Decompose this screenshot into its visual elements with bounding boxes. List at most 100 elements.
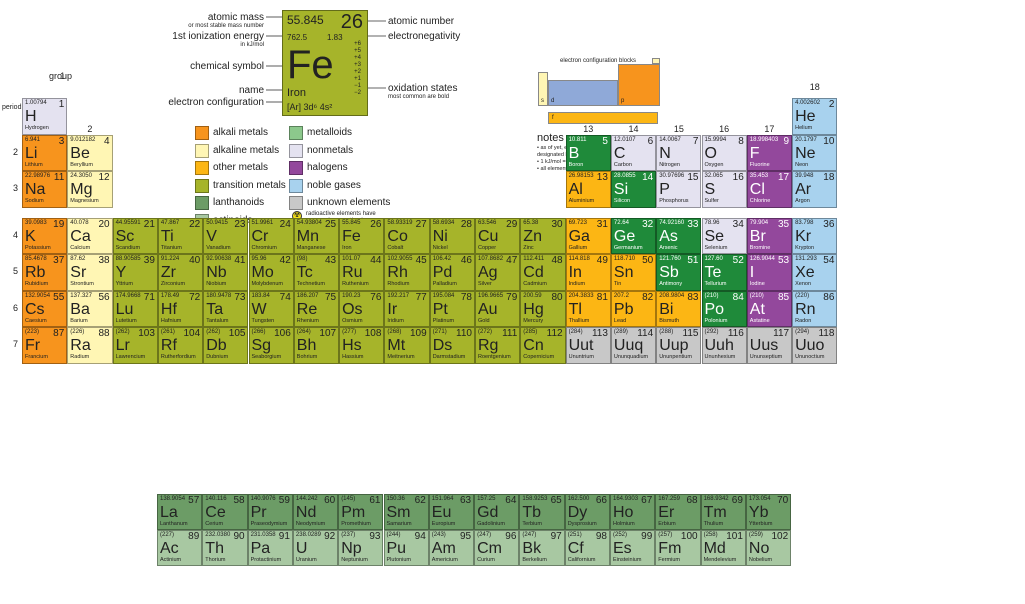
element-cell-tl[interactable]: 204.383381TlThallium [565,290,611,327]
element-cell-hg[interactable]: 200.5980HgMercury [520,290,566,327]
element-cell-o[interactable]: 15.99948OOxygen [701,134,747,171]
element-cell-he[interactable]: 4.0026022HeHelium [792,98,838,135]
element-cell-rf[interactable]: (261)104RfRutherfordium [157,327,204,364]
element-cell-zr[interactable]: 91.22440ZrZirconium [157,254,204,291]
element-cell-at[interactable]: (210)85AtAstatine [746,290,793,327]
element-cell-s[interactable]: 32.06516SSulfer [701,171,747,208]
element-cell-ni[interactable]: 58.693428NiNickel [429,217,475,254]
element-cell-sb[interactable]: 121.76051SbAntimony [656,254,702,291]
element-cell-br[interactable]: 79.90435BrBromine [746,217,793,254]
element-cell-bh[interactable]: (264)107BhBohrium [293,327,340,364]
element-cell-ge[interactable]: 72.6432GeGermanium [610,217,657,254]
f-block-cell-yb[interactable]: 173.05470YbYtterbium [745,494,792,530]
element-cell-bi[interactable]: 208.980483BiBismuth [656,290,702,327]
f-block-cell-gd[interactable]: 157.2564GdGadolinium [474,494,520,530]
element-cell-uuq[interactable]: (289)114UuqUnunquadium [610,327,657,364]
element-cell-uuh[interactable]: (292)116UuhUnunhexium [701,327,747,364]
element-cell-na[interactable]: 22.9897611NaSodium [22,171,68,208]
f-block-cell-tb[interactable]: 158.925365TbTerbium [519,494,565,530]
element-cell-cu[interactable]: 63.54629CuCopper [475,217,521,254]
element-cell-kr[interactable]: 83.79836KrKrypton [792,217,838,254]
f-block-cell-pu[interactable]: (244)94PuPlutonium [383,530,429,566]
element-cell-ra[interactable]: (226)88RaRadium [67,327,113,364]
element-cell-uup[interactable]: (288)115UupUnunpentium [656,327,702,364]
f-block-cell-sm[interactable]: 150.3662SmSamarium [383,494,429,530]
element-cell-tc[interactable]: (98)43TcTechnetium [293,254,340,291]
element-cell-mt[interactable]: (268)109MtMeitnerium [384,327,430,364]
element-cell-pt[interactable]: 195.08478PtPlatinum [429,290,475,327]
element-cell-nb[interactable]: 92.9063841NbNiobium [203,254,249,291]
element-cell-b[interactable]: 10.8115BBoron [565,134,611,171]
element-cell-uuo[interactable]: (294)118UuoUnunoctium [792,327,838,364]
element-cell-se[interactable]: 78.9634SeSelenium [701,217,747,254]
element-cell-in[interactable]: 114.81849InIndium [565,254,611,291]
f-block-cell-pm[interactable]: (145)61PmPromethium [338,494,384,530]
f-block-cell-ac[interactable]: (227)89AcActinium [157,530,203,566]
element-cell-uus[interactable]: 117UusUnunseptium [746,327,793,364]
element-cell-rh[interactable]: 102.905545RhRhodium [384,254,430,291]
f-block-cell-es[interactable]: (252)99EsEinsteinium [610,530,656,566]
element-cell-sg[interactable]: (266)106SgSeaborgium [248,327,294,364]
f-block-cell-am[interactable]: (243)95AmAmericium [428,530,475,566]
element-cell-li[interactable]: 6.9413LiLithium [22,134,68,171]
element-cell-ga[interactable]: 69.72331GaGallium [565,217,611,254]
element-cell-f[interactable]: 18.9984039FFluorine [746,134,793,171]
element-cell-sc[interactable]: 44.9559121ScScandium [112,217,158,254]
element-cell-lu[interactable]: 174.966871LuLutetium [112,290,158,327]
element-cell-db[interactable]: (262)105DbDubnium [203,327,249,364]
element-cell-cd[interactable]: 112.41148CdCadmium [520,254,566,291]
element-cell-lr[interactable]: (262)103LrLawrencium [112,327,158,364]
element-cell-po[interactable]: (210)84PoPolonium [701,290,747,327]
f-block-cell-th[interactable]: 232.038090ThThorium [202,530,248,566]
element-cell-pb[interactable]: 207.282PbLead [610,290,657,327]
f-block-cell-la[interactable]: 138.905457LaLanthanum [157,494,203,530]
element-cell-be[interactable]: 9.0121824BeBeryllium [67,134,113,171]
element-cell-sn[interactable]: 118.71050SnTin [610,254,657,291]
element-cell-h[interactable]: 1.007941HHydrogen [22,98,68,135]
element-cell-hs[interactable]: (277)108HsHassium [339,327,385,364]
element-cell-ta[interactable]: 180.947873TaTantalum [203,290,249,327]
element-cell-mn[interactable]: 54.9380425MnManganese [293,217,340,254]
f-block-cell-no[interactable]: (259)102NoNobelium [745,530,792,566]
element-cell-ru[interactable]: 101.0744RuRuthenium [339,254,385,291]
element-cell-si[interactable]: 28.085514SiSilicon [610,171,657,208]
f-block-cell-ce[interactable]: 140.11658CeCerium [202,494,248,530]
element-cell-uut[interactable]: (284)113UutUnuntrium [565,327,611,364]
element-cell-fe[interactable]: 55.84526FeIron [339,217,385,254]
element-cell-cl[interactable]: 35.45317ClChlorine [746,171,793,208]
element-cell-cs[interactable]: 132.905455CsCaesium [22,290,68,327]
element-cell-pd[interactable]: 106.4246PdPalladium [429,254,475,291]
element-cell-as[interactable]: 74.9216033AsArsenic [656,217,702,254]
element-cell-sr[interactable]: 87.6238SrStrontium [67,254,113,291]
f-block-cell-eu[interactable]: 151.96463EuEuropium [428,494,475,530]
f-block-cell-dy[interactable]: 162.50066DyDysprosium [564,494,610,530]
f-block-cell-fm[interactable]: (257)100FmFermium [655,530,701,566]
element-cell-ag[interactable]: 107.868247AgSilver [475,254,521,291]
f-block-cell-ho[interactable]: 164.930367HoHolmium [610,494,656,530]
f-block-cell-pr[interactable]: 140.907659PrPraseodymium [247,494,293,530]
element-cell-hf[interactable]: 178.4972HfHafnium [157,290,204,327]
f-block-cell-cf[interactable]: (251)98CfCalifornium [564,530,610,566]
element-cell-ir[interactable]: 192.21777IrIridium [384,290,430,327]
f-block-cell-nd[interactable]: 144.24260NdNeodymium [292,494,339,530]
element-cell-c[interactable]: 12.01076CCarbon [610,134,657,171]
element-cell-ne[interactable]: 20.179710NeNeon [792,134,838,171]
element-cell-i[interactable]: 126.904453IIodine [746,254,793,291]
element-cell-os[interactable]: 190.2376OsOsmium [339,290,385,327]
element-cell-cn[interactable]: (285)112CnCopernicium [520,327,566,364]
f-block-cell-tm[interactable]: 168.934269TmThulium [700,494,746,530]
element-cell-y[interactable]: 88.9058539YYttrium [112,254,158,291]
element-cell-p[interactable]: 30.9769615PPhosphorus [656,171,702,208]
element-cell-n[interactable]: 14.00677NNitrogen [656,134,702,171]
element-cell-mo[interactable]: 95.9642MoMolybdenum [248,254,294,291]
element-cell-rb[interactable]: 85.467837RbRubidium [22,254,68,291]
element-cell-ca[interactable]: 40.07820CaCalcium [67,217,113,254]
element-cell-ba[interactable]: 137.32756BaBarium [67,290,113,327]
element-cell-ar[interactable]: 39.94818ArArgon [792,171,838,208]
f-block-cell-er[interactable]: 167.25968ErErbium [655,494,701,530]
f-block-cell-pa[interactable]: 231.035891PaProtactinium [247,530,293,566]
f-block-cell-u[interactable]: 238.028992UUranium [292,530,339,566]
element-cell-re[interactable]: 186.20775ReRhenium [293,290,340,327]
element-cell-fr[interactable]: (223)87FrFrancium [22,327,68,364]
element-cell-ds[interactable]: (271)110DsDarmstadium [429,327,475,364]
